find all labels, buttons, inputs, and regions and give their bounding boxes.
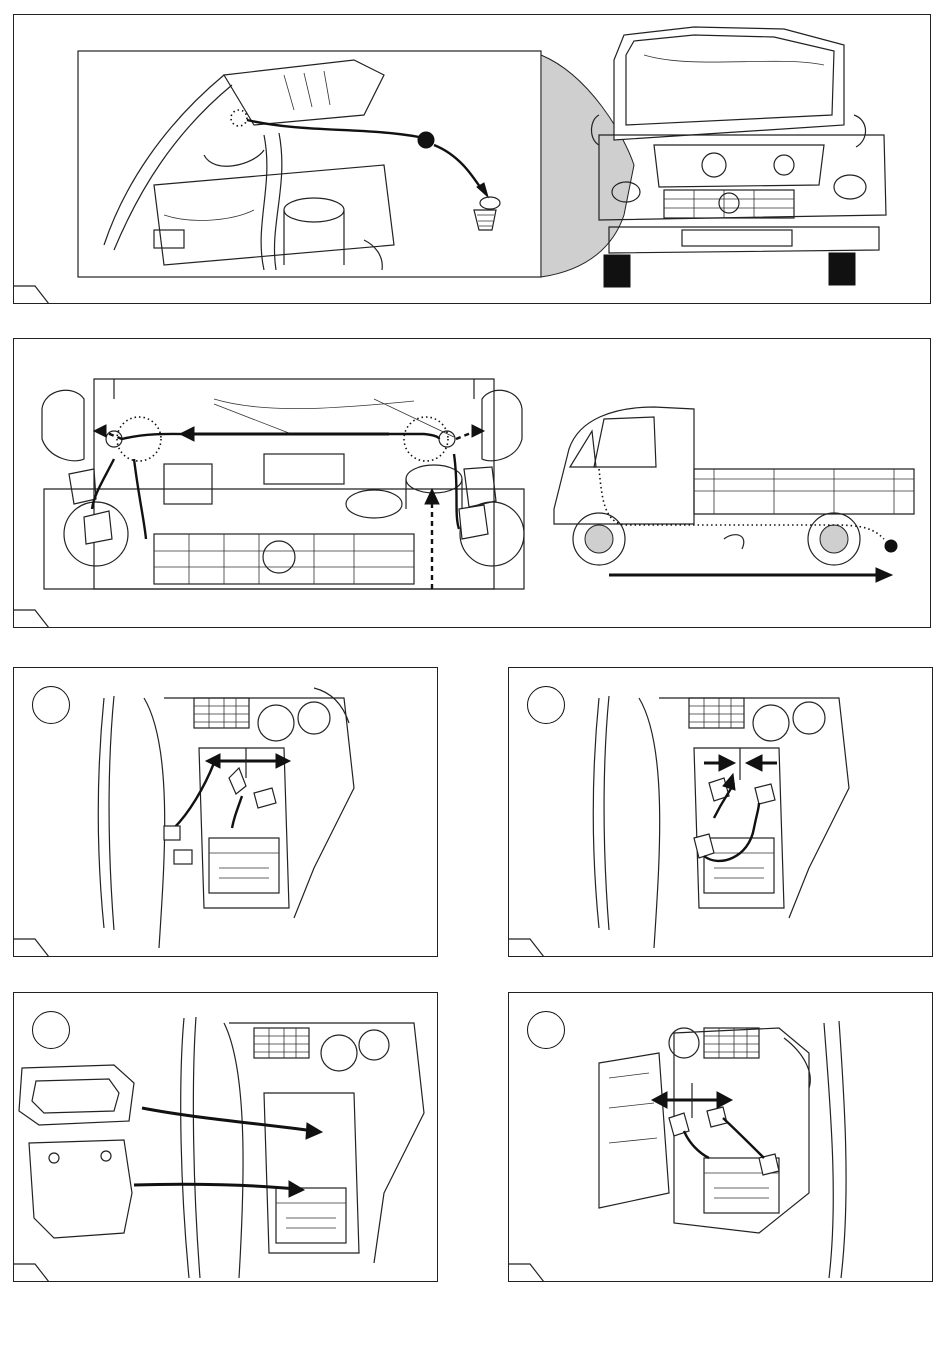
engine-bay-illustration xyxy=(14,15,932,305)
dashboard-connector-illustration xyxy=(14,668,439,958)
corner-tab xyxy=(13,931,55,957)
harness-routing-illustration xyxy=(14,339,932,629)
grommet-icon xyxy=(418,132,434,148)
right-hand-connector-illustration xyxy=(509,993,934,1283)
dashboard-connector-illustration xyxy=(509,668,934,958)
engine-bay-front-view xyxy=(42,379,524,589)
corner-tab xyxy=(508,1256,550,1282)
truck-side-view xyxy=(554,407,914,582)
panel-engine-bay-overview xyxy=(13,14,931,304)
upper-trim-cover xyxy=(19,1065,134,1125)
corner-tab xyxy=(13,602,55,628)
panel-step-refit-covers xyxy=(13,992,438,1282)
corner-tab xyxy=(13,1256,55,1282)
panel-step-disconnect xyxy=(13,667,438,957)
panel-step-connect xyxy=(508,667,933,957)
trim-covers-illustration xyxy=(14,993,439,1283)
corner-tab xyxy=(508,931,550,957)
panel-harness-routing xyxy=(13,338,931,628)
corner-tab xyxy=(13,278,55,304)
lower-trim-cover xyxy=(29,1140,132,1238)
tow-socket-icon xyxy=(885,540,897,552)
panel-step-right-hand-connector xyxy=(508,992,933,1282)
inset-detail-box xyxy=(78,51,541,277)
van-front-view xyxy=(592,27,887,287)
